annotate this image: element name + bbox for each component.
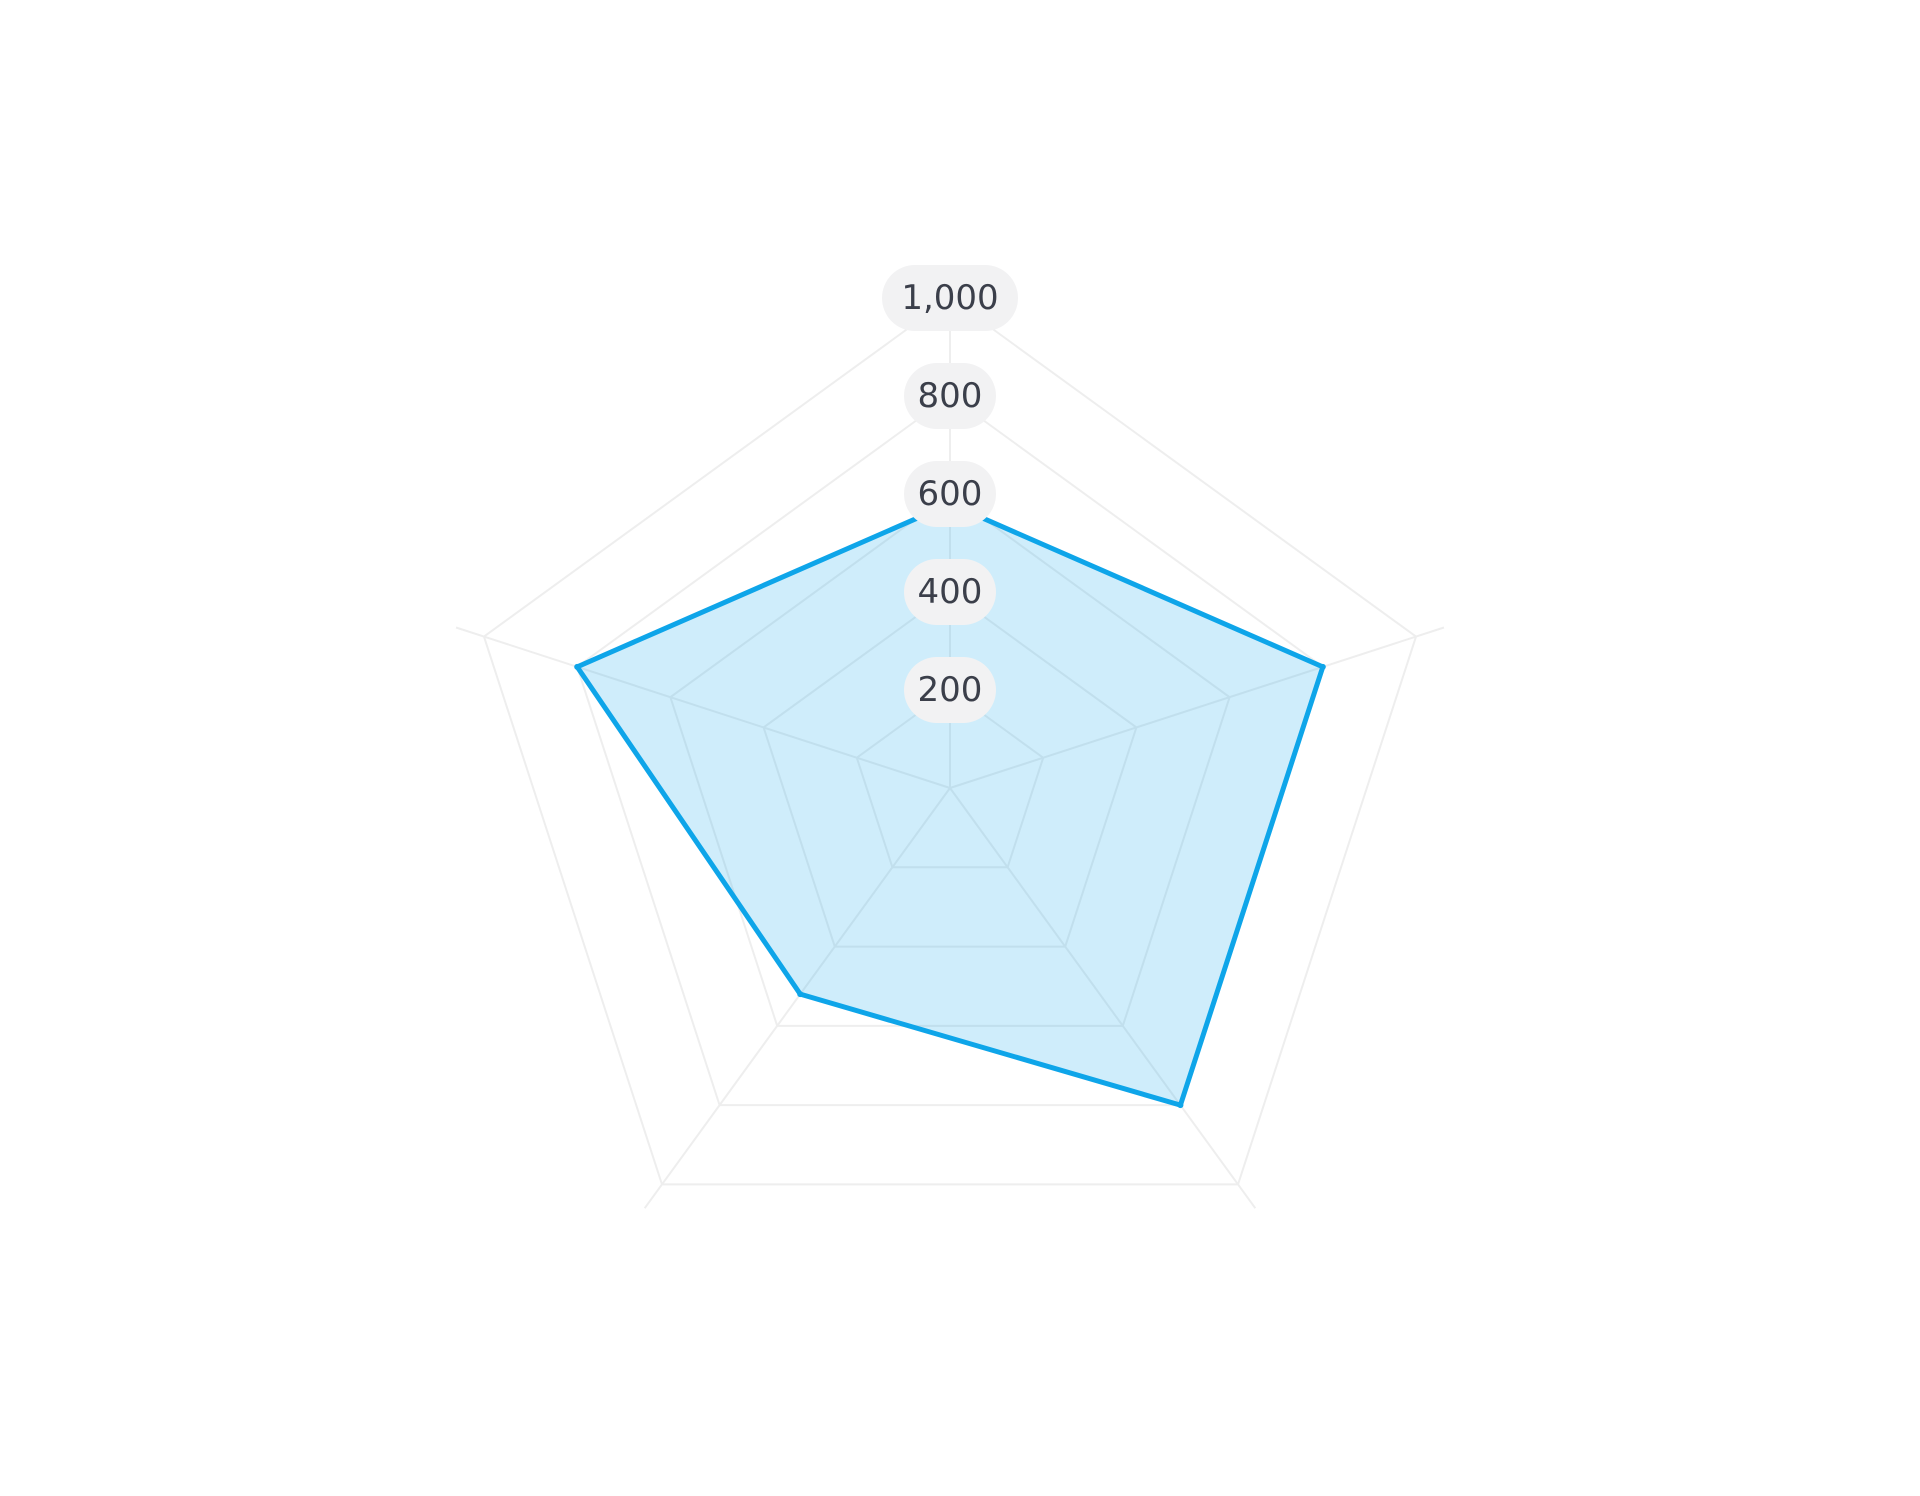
series-0-point-2 xyxy=(1177,1102,1184,1109)
series-0-point-1 xyxy=(1319,663,1326,670)
tick-pill-400 xyxy=(904,559,996,625)
tick-text-400: 400 xyxy=(918,572,983,612)
tick-text-1000: 1,000 xyxy=(901,278,998,318)
grid-ring-800 xyxy=(576,394,1324,1107)
tick-pill-200 xyxy=(904,657,996,723)
series-0-point-4 xyxy=(574,663,581,670)
series-area-0 xyxy=(574,501,1326,1108)
grid-spoke-2 xyxy=(949,787,1257,1209)
grid-spoke-4 xyxy=(455,626,951,789)
tick-label-400: 400 xyxy=(904,559,996,625)
tick-label-600: 600 xyxy=(904,461,996,527)
grid-spoke-3 xyxy=(643,787,951,1209)
tick-label-800: 800 xyxy=(904,363,996,429)
grid-spoke-1 xyxy=(949,626,1445,789)
tick-pill-800 xyxy=(904,363,996,429)
tick-label-200: 200 xyxy=(904,657,996,723)
radial-tick-labels: 200 400 600 800 1,000 xyxy=(882,265,1018,723)
grid-ring-600 xyxy=(669,492,1231,1027)
grid-ring-400 xyxy=(762,590,1138,948)
tick-pill-600 xyxy=(904,461,996,527)
grid-ring-200 xyxy=(855,688,1045,869)
tick-text-800: 800 xyxy=(918,376,983,416)
tick-text-600: 600 xyxy=(918,474,983,514)
tick-text-200: 200 xyxy=(918,670,983,710)
tick-pill-1000 xyxy=(882,265,1018,331)
tick-label-1000: 1,000 xyxy=(882,265,1018,331)
grid-ring-1000 xyxy=(482,296,1418,1186)
series-0-point-3 xyxy=(797,991,804,998)
